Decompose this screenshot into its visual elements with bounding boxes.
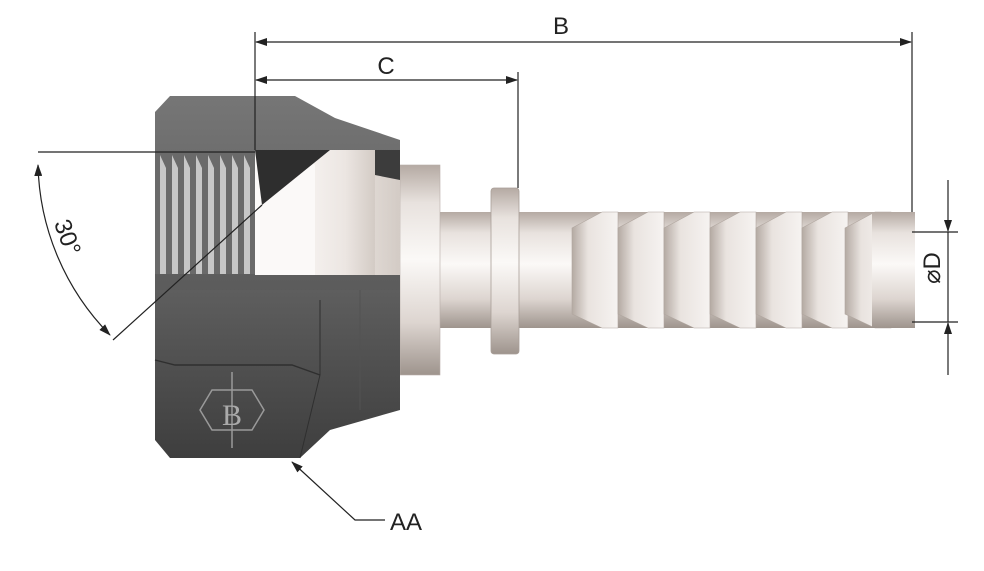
dimension-annotations: B C ⌀D 30° AA (34, 13, 958, 536)
thread-groove (196, 155, 202, 274)
thread-groove (244, 155, 250, 274)
barb-ridge (617, 211, 665, 329)
logo-letter: B (222, 399, 242, 432)
dimension-label-c: C (377, 53, 394, 80)
barb-ridge (755, 211, 803, 329)
hex-nut (154, 96, 400, 459)
thread-groove (160, 155, 166, 274)
hex-callout-label: AA (390, 509, 422, 536)
barb-ridge (801, 211, 849, 329)
dimension-label-d: D (919, 252, 946, 269)
dimension-label-b: B (553, 13, 569, 40)
internal-threads (155, 152, 255, 274)
body-shoulder (399, 164, 441, 376)
thread-groove (208, 155, 214, 274)
svg-text:⌀D: ⌀D (919, 252, 946, 284)
thread-groove (232, 155, 238, 274)
barb-ridge (571, 211, 619, 329)
manufacturer-logo: B (199, 372, 265, 448)
angle-label: 30° (48, 216, 86, 259)
barb-ridge (709, 211, 757, 329)
thread-groove (184, 155, 190, 274)
thread-groove (220, 155, 226, 274)
diameter-symbol: ⌀ (919, 269, 946, 283)
barbed-tail (435, 211, 915, 329)
collar-ring (490, 187, 520, 355)
barb-ridge (663, 211, 711, 329)
thread-groove (172, 155, 178, 274)
